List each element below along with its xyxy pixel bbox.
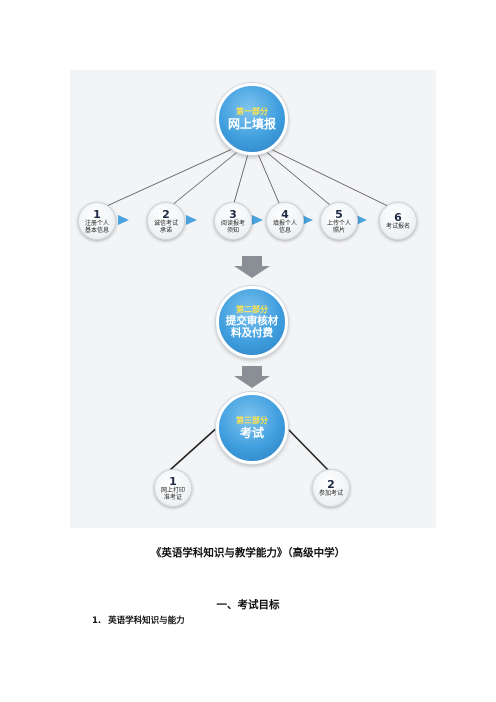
phase1-label: 第一部分 [236, 107, 268, 116]
step-number: 4 [281, 207, 289, 221]
step-number: 2 [327, 478, 335, 491]
step-label: 参加考试 [318, 490, 343, 497]
step-fill-info: 4 填报个人 信息 [266, 202, 304, 240]
blue-arrow-icon [302, 215, 313, 225]
step-label: 诚信考试 [153, 219, 178, 227]
step-label: 填报个人 [272, 219, 297, 227]
step-label: 照片 [332, 226, 345, 234]
step-label: 基本信息 [84, 226, 109, 234]
step-label: 信息 [278, 226, 291, 234]
subsection-title: 英语学科知识与能力 [108, 616, 185, 626]
phase2-title-line2: 料及付费 [231, 327, 273, 339]
step-label: 上传个人 [326, 219, 351, 227]
blue-arrow-icon [186, 215, 197, 225]
phase3-circle: 第三部分 考试 [216, 392, 288, 464]
subsection-number: 1. [92, 616, 102, 626]
step-number: 6 [394, 211, 402, 224]
step-label: 注册个人 [84, 219, 109, 227]
flowchart-connectors [97, 139, 397, 471]
phase3-title: 考试 [239, 426, 264, 440]
down-arrow-icon [234, 366, 270, 388]
step-number: 1 [93, 207, 101, 221]
step-register-info: 1 注册个人 基本信息 [78, 202, 116, 240]
down-arrow-icon [234, 256, 270, 278]
phase2-circle: 第二部分 提交审核材 料及付费 [216, 286, 288, 358]
step-label: 承诺 [159, 226, 172, 234]
step-upload-photo: 5 上传个人 照片 [320, 202, 358, 240]
step-print-admission-ticket: 1 网上打印 准考证 [154, 469, 192, 507]
connector-line [251, 139, 397, 211]
step-exam-register: 6 考试报名 [379, 202, 417, 240]
step-read-notice: 3 阅读报考 须知 [214, 202, 252, 240]
section-heading: 一、考试目标 [216, 599, 280, 611]
connector-line [283, 424, 329, 471]
step-label: 网上打印 [160, 486, 185, 494]
step-label: 阅读报考 [220, 219, 245, 227]
phase1-circle: 第一部分 网上填报 [216, 83, 288, 155]
blue-arrow-icon [356, 215, 367, 225]
step-label: 考试报名 [385, 223, 410, 230]
step-label: 准考证 [163, 493, 182, 501]
blue-arrow-icon [252, 215, 263, 225]
phase1-title: 网上填报 [227, 117, 276, 131]
step-integrity-pledge: 2 诚信考试 承诺 [147, 202, 185, 240]
phase2-label: 第二部分 [236, 305, 268, 314]
step-number: 2 [162, 207, 170, 221]
subsection-heading: 1. 英语学科知识与能力 [92, 614, 185, 626]
phase3-label: 第三部分 [236, 416, 268, 425]
step-number: 5 [335, 207, 343, 221]
blue-arrow-icon [118, 215, 129, 225]
connector-line [169, 424, 221, 471]
connector-line [97, 139, 253, 211]
flowchart-panel: 第一部分 网上填报 1 注册个人 基本信息 2 诚信考试 承诺 3 阅读报考 须… [70, 70, 436, 528]
step-number: 1 [169, 474, 177, 488]
document-title: 《英语学科知识与教学能力》（高级中学） [150, 547, 346, 559]
phase2-title-line1: 提交审核材 [225, 315, 279, 327]
step-number: 3 [229, 207, 237, 221]
step-label: 须知 [226, 226, 239, 234]
step-take-exam: 2 参加考试 [312, 469, 350, 507]
